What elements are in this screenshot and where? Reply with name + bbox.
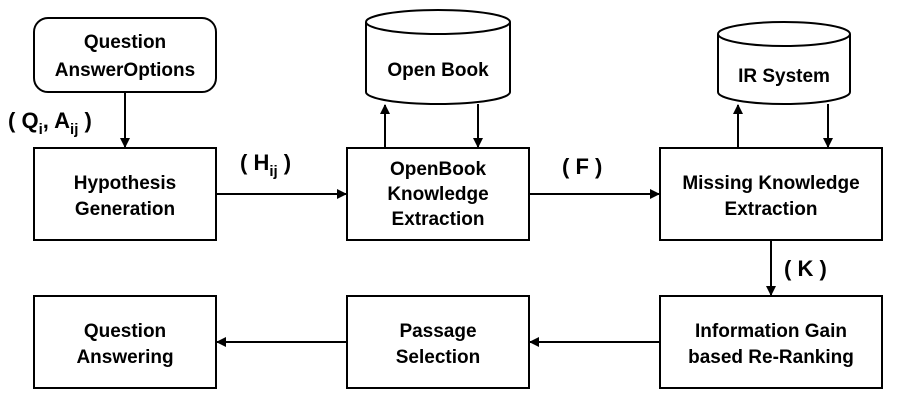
edge-label-f: ( F ) xyxy=(562,154,602,179)
missing-line1: Missing Knowledge xyxy=(682,173,859,194)
question-input-line2: AnswerOptions xyxy=(55,60,195,81)
ir-system-label: IR System xyxy=(738,66,830,87)
reranking-line1: Information Gain xyxy=(695,321,847,342)
hypothesis-line1: Hypothesis xyxy=(74,173,176,194)
edge-label-hij: ( Hij ) xyxy=(240,150,291,180)
openbook-line3: Extraction xyxy=(392,209,485,230)
passage-line2: Selection xyxy=(396,347,480,368)
missing-knowledge-extraction-node: Missing Knowledge Extraction xyxy=(659,147,883,241)
openbook-line1: OpenBook xyxy=(390,159,486,180)
information-gain-reranking-node: Information Gain based Re-Ranking xyxy=(659,295,883,389)
question-answering-node: Question Answering xyxy=(33,295,217,389)
hypothesis-generation-node: Hypothesis Generation xyxy=(33,147,217,241)
hypothesis-line2: Generation xyxy=(75,199,175,220)
question-answer-options-node: Question AnswerOptions xyxy=(33,17,217,93)
ir-system-store: IR System xyxy=(717,21,851,105)
openbook-knowledge-extraction-node: OpenBook Knowledge Extraction xyxy=(346,147,530,241)
edge-label-qi-aij: ( Qi, Aij ) xyxy=(8,108,92,138)
question-input-line1: Question xyxy=(84,32,166,53)
openbook-line2: Knowledge xyxy=(387,184,488,205)
edge-label-k: ( K ) xyxy=(784,256,827,281)
answering-line2: Answering xyxy=(76,347,173,368)
passage-selection-node: Passage Selection xyxy=(346,295,530,389)
open-book-store: Open Book xyxy=(365,9,511,105)
reranking-line2: based Re-Ranking xyxy=(688,347,854,368)
answering-line1: Question xyxy=(84,321,166,342)
open-book-label: Open Book xyxy=(387,60,489,81)
passage-line1: Passage xyxy=(399,321,476,342)
missing-line2: Extraction xyxy=(725,199,818,220)
